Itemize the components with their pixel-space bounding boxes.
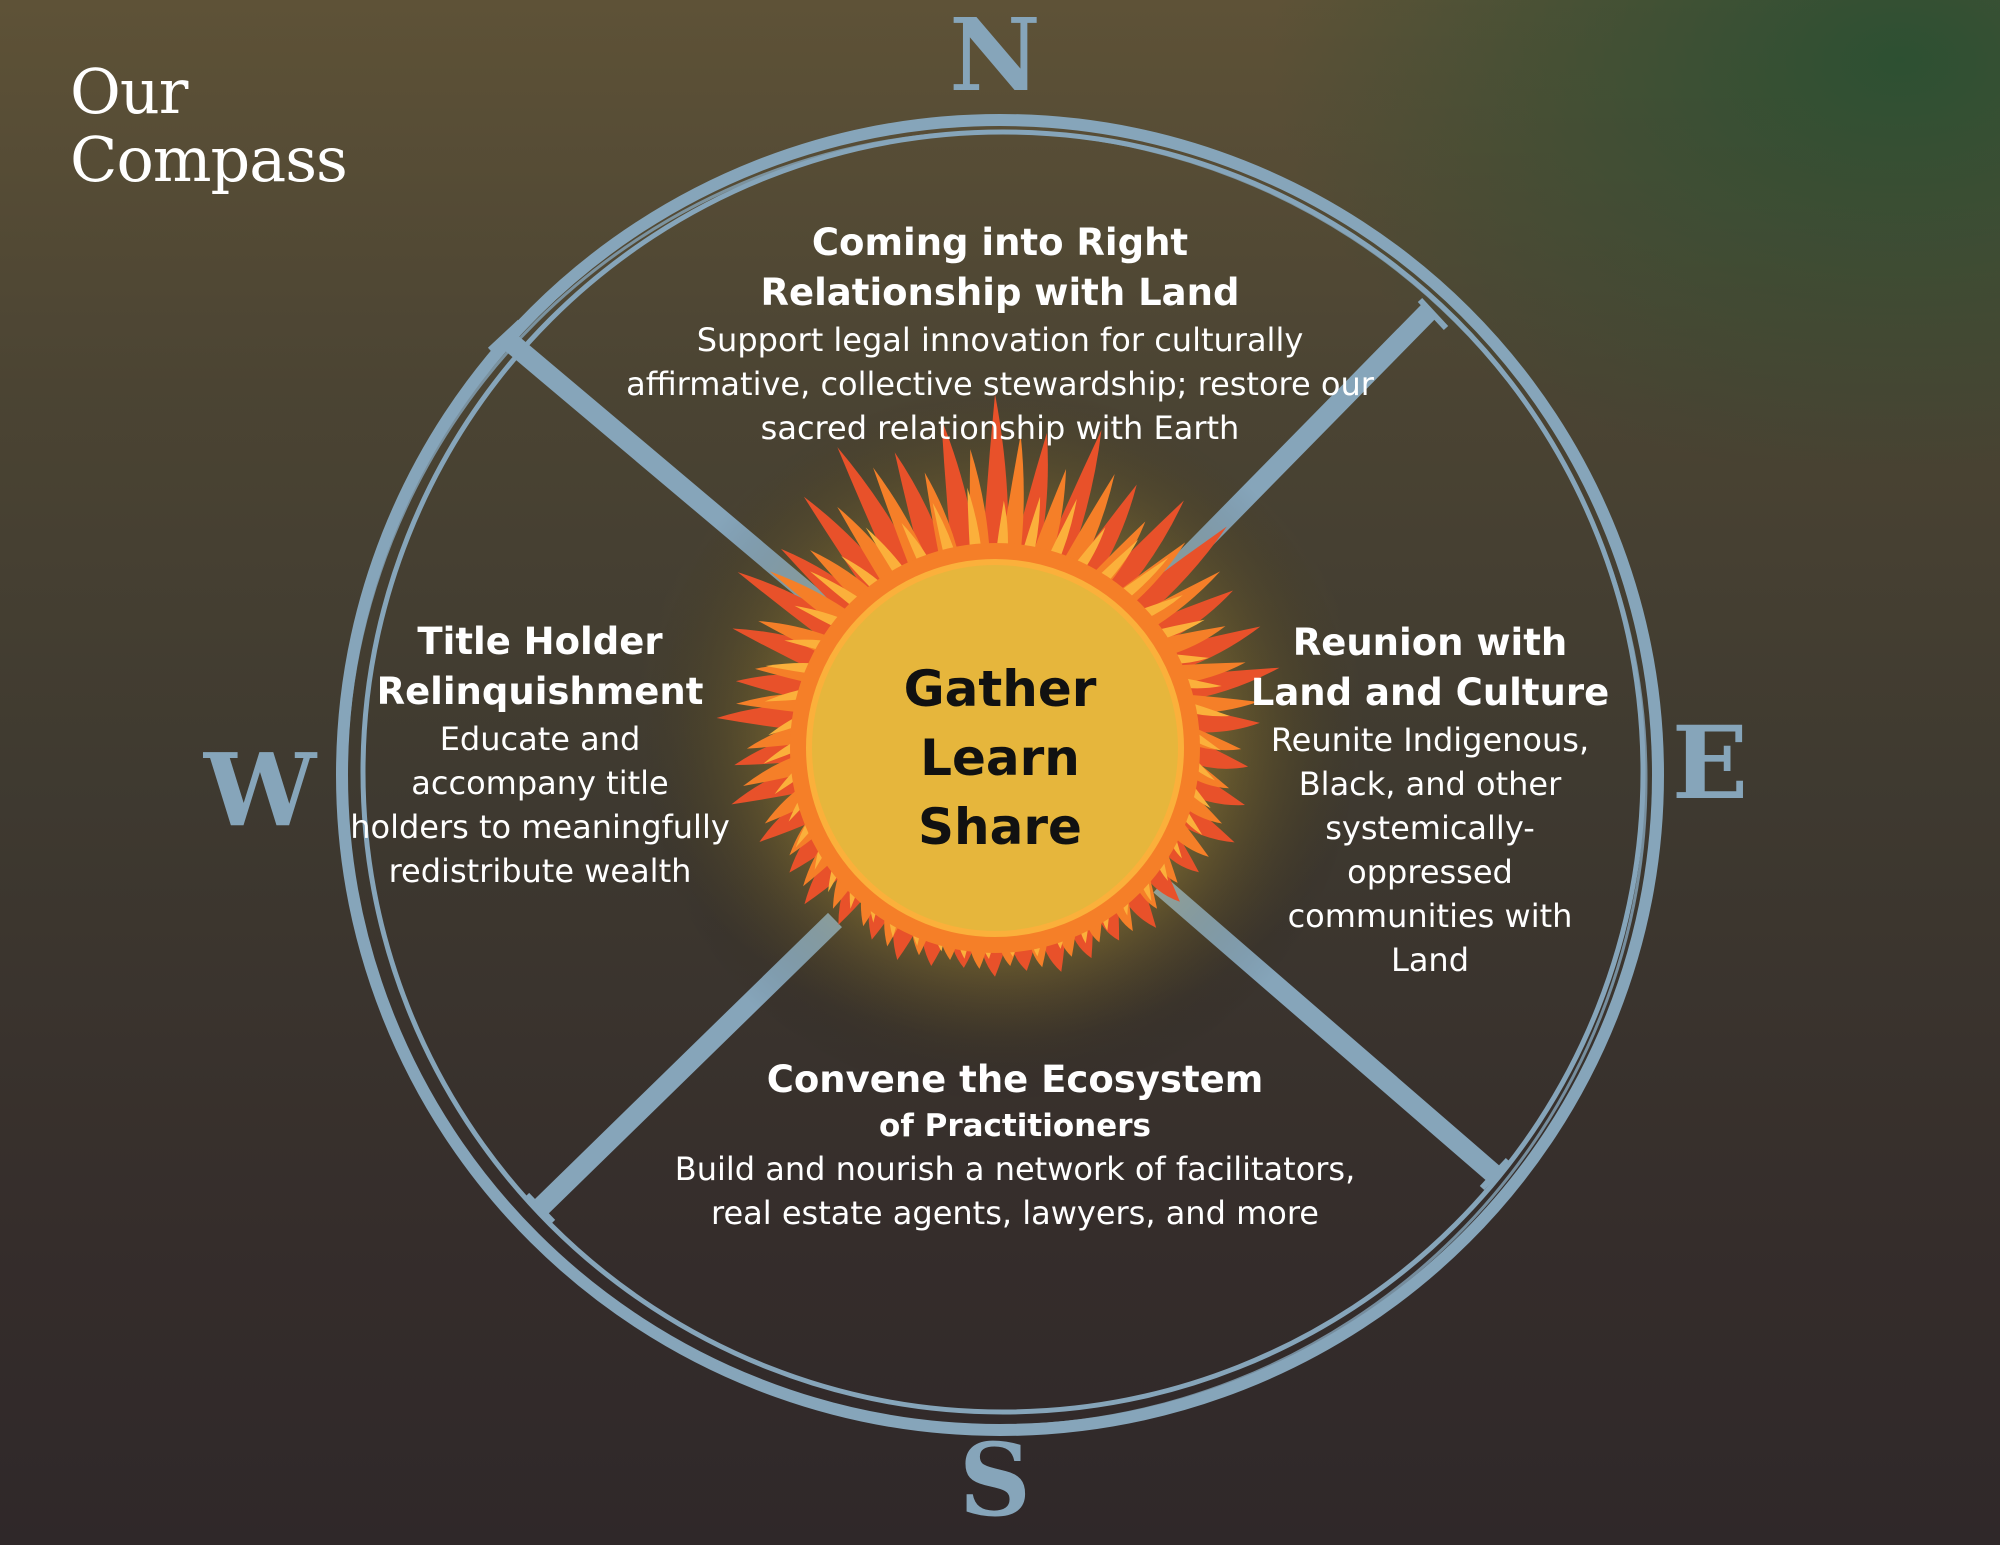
flame-tongue bbox=[737, 572, 849, 647]
compass-ring-sketch bbox=[344, 130, 1648, 1428]
quadrant-east-desc-3: systemically- bbox=[1325, 809, 1535, 847]
direction-south: S bbox=[958, 1421, 1032, 1539]
quadrant-north-heading-1: Coming into Right bbox=[811, 221, 1189, 264]
quadrant-east-desc-2: Black, and other bbox=[1298, 765, 1562, 803]
flame-tongue bbox=[894, 452, 949, 572]
quadrant-east-desc-5: communities with bbox=[1287, 897, 1573, 935]
quadrant-south-desc-2: real estate agents, lawyers, and more bbox=[711, 1194, 1319, 1232]
quadrant-west-heading-1: Title Holder bbox=[417, 620, 663, 663]
quadrant-south-desc-1: Build and nourish a network of facilitat… bbox=[674, 1150, 1356, 1188]
quadrant-east-desc-6: Land bbox=[1390, 941, 1470, 979]
center-word-learn: Learn bbox=[920, 729, 1080, 787]
quadrant-west-desc-2: accompany title bbox=[411, 764, 669, 802]
flame-tongue bbox=[780, 548, 870, 623]
quadrant-south: Convene the Ecosystem of Practitioners B… bbox=[640, 1055, 1390, 1235]
direction-west: W bbox=[203, 731, 317, 849]
flame-tongue bbox=[1120, 526, 1227, 623]
page-title: Our Compass bbox=[70, 55, 348, 196]
direction-north: N bbox=[949, 0, 1041, 114]
flame-band bbox=[790, 543, 1200, 953]
flame-band-inner bbox=[806, 559, 1184, 937]
center-word-share: Share bbox=[918, 798, 1082, 856]
quadrant-west-desc-4: redistribute wealth bbox=[388, 852, 692, 890]
title-line-1: Our bbox=[70, 55, 188, 128]
compass-ring-outer bbox=[336, 114, 1664, 1436]
center-label: Gather Learn Share bbox=[880, 655, 1120, 862]
quadrant-north-heading-2: Relationship with Land bbox=[760, 271, 1240, 314]
quadrant-north-desc-3: sacred relationship with Earth bbox=[760, 409, 1240, 447]
center-word-gather: Gather bbox=[903, 660, 1097, 718]
quadrant-east-desc-4: oppressed bbox=[1347, 853, 1513, 891]
quadrant-west-desc-1: Educate and bbox=[439, 720, 641, 758]
flame-tongue bbox=[837, 447, 921, 585]
quadrant-east-heading-2: Land and Culture bbox=[1250, 671, 1610, 714]
quadrant-east-heading-1: Reunion with bbox=[1292, 621, 1568, 664]
flame-tongue bbox=[924, 472, 961, 566]
flame-tongue bbox=[1096, 500, 1184, 602]
quadrant-north: Coming into Right Relationship with Land… bbox=[600, 218, 1400, 450]
quadrant-west-desc-3: holders to meaningfully bbox=[350, 808, 730, 846]
flame-tongue bbox=[1058, 474, 1115, 577]
flame-tongue bbox=[837, 506, 905, 592]
quadrant-south-heading-1: Convene the Ecosystem bbox=[766, 1058, 1264, 1101]
fire-core bbox=[800, 553, 1190, 943]
title-line-2: Compass bbox=[70, 123, 348, 196]
flame-tongue bbox=[1029, 469, 1067, 566]
quadrant-north-desc-2: affirmative, collective stewardship; res… bbox=[626, 365, 1374, 403]
flame-tongue bbox=[732, 628, 832, 674]
quadrant-north-desc-1: Support legal innovation for culturally bbox=[696, 321, 1304, 359]
quadrant-east: Reunion with Land and Culture Reunite In… bbox=[1240, 618, 1620, 982]
flame-tongue bbox=[967, 487, 983, 560]
quadrant-south-heading-2: of Practitioners bbox=[879, 1108, 1151, 1144]
flame-tongue bbox=[1132, 571, 1221, 633]
quadrant-west: Title Holder Relinquishment Educate and … bbox=[340, 617, 740, 893]
quadrant-east-desc-1: Reunite Indigenous, bbox=[1270, 721, 1590, 759]
flame-tongue bbox=[1044, 498, 1077, 568]
fire-ring-icon bbox=[716, 394, 1280, 977]
quadrant-west-heading-2: Relinquishment bbox=[376, 670, 704, 713]
direction-east: E bbox=[1671, 704, 1749, 822]
